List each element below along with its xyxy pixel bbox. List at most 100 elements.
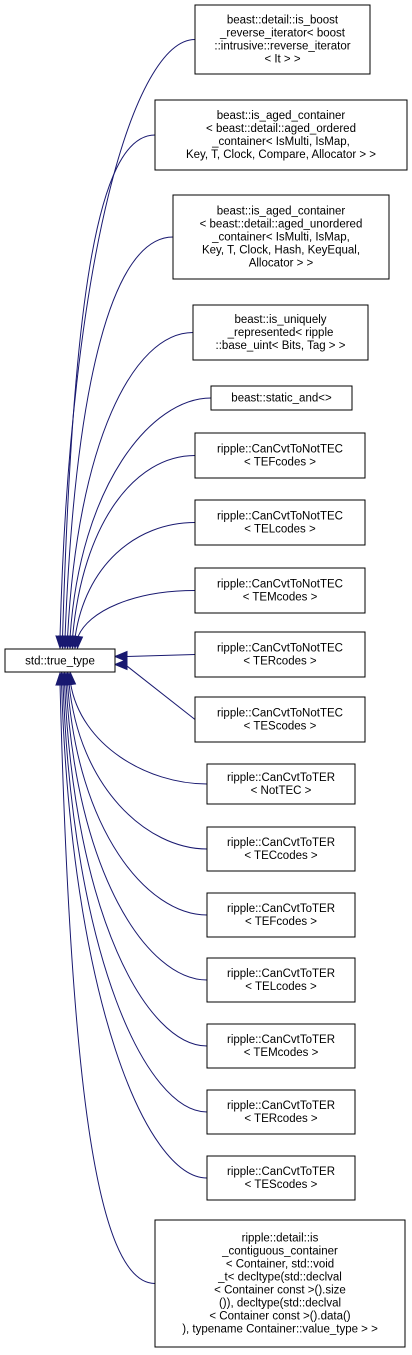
- node-label-line: ripple::CanCvtToNotTEC: [217, 579, 343, 591]
- node-label-line: ripple::CanCvtToTER: [227, 837, 335, 849]
- node-label-line: < TERcodes >: [243, 656, 317, 668]
- node-label-line: _represented< ripple: [227, 327, 334, 339]
- derived-class-node[interactable]: ripple::CanCvtToNotTEC< TEFcodes >: [194, 432, 366, 479]
- arrowhead-icon: [72, 635, 84, 650]
- node-label-line: Allocator > >: [249, 258, 314, 270]
- derived-class-node[interactable]: ripple::CanCvtToTER< TEScodes >: [206, 1155, 356, 1201]
- base-class-label: std::true_type: [25, 656, 95, 668]
- derived-class-box: [210, 385, 353, 411]
- inheritance-edge: [72, 455, 196, 639]
- derived-class-node[interactable]: ripple::CanCvtToTER< TEFcodes >: [206, 892, 356, 938]
- node-label-line: < Container, std::void: [226, 1259, 334, 1271]
- inheritance-edge: [67, 682, 208, 916]
- derived-class-box: [206, 763, 356, 805]
- node-label-line: ::base_uint< Bits, Tag > >: [216, 340, 346, 352]
- node-label-line: < TEFcodes >: [244, 457, 316, 469]
- derived-class-box: [206, 826, 356, 872]
- node-label-line: < TEScodes >: [245, 1179, 318, 1191]
- node-label-line: < Container const >().size: [214, 1285, 346, 1297]
- derived-class-node[interactable]: ripple::CanCvtToNotTEC< TEMcodes >: [194, 567, 366, 614]
- derived-class-node[interactable]: ripple::CanCvtToTER< TEMcodes >: [206, 1023, 356, 1069]
- derived-class-node[interactable]: ripple::detail::is_contiguous_container<…: [154, 1219, 406, 1348]
- inheritance-edge: [70, 682, 208, 785]
- node-label-line: _reverse_iterator< boost: [219, 28, 346, 40]
- base-class-node[interactable]: std::true_type: [4, 648, 116, 673]
- derived-class-box: [206, 1089, 356, 1135]
- derived-class-node[interactable]: beast::is_uniquely_represented< ripple::…: [192, 304, 369, 361]
- inheritance-edge: [59, 39, 196, 639]
- node-label-line: ripple::CanCvtToTER: [227, 1100, 335, 1112]
- derived-class-box: [154, 99, 408, 171]
- derived-class-node[interactable]: beast::is_aged_container< beast::detail:…: [154, 99, 408, 171]
- nodes: std::true_type beast::detail::is_boost_re…: [4, 4, 408, 1348]
- arrowhead-icon: [113, 650, 128, 663]
- inheritance-edge: [64, 236, 174, 639]
- node-label-line: ripple::CanCvtToTER: [227, 1034, 335, 1046]
- derived-class-box: [192, 304, 369, 361]
- derived-class-box: [172, 194, 390, 280]
- node-label-line: < TECcodes >: [244, 850, 318, 862]
- node-label-line: < beast::detail::aged_ordered: [206, 123, 356, 135]
- node-label-line: < NotTEC >: [251, 785, 312, 797]
- node-label-line: beast::is_aged_container: [217, 110, 346, 122]
- inheritance-edge: [124, 664, 196, 720]
- node-label-line: ripple::CanCvtToNotTEC: [217, 511, 343, 523]
- node-label-line: Key, T, Clock, Compare, Allocator > >: [186, 149, 376, 161]
- node-label-line: ripple::CanCvtToNotTEC: [217, 708, 343, 720]
- node-label-line: ), typename Container::value_type > >: [182, 1324, 378, 1336]
- inheritance-edge: [74, 522, 196, 639]
- derived-class-node[interactable]: ripple::CanCvtToTER< NotTEC >: [206, 763, 356, 805]
- derived-class-node[interactable]: beast::is_aged_container< beast::detail:…: [172, 194, 390, 280]
- derived-class-box: [206, 1155, 356, 1201]
- node-label-line: < It > >: [264, 54, 300, 66]
- derived-class-box: [194, 432, 366, 479]
- edges: [55, 39, 212, 1284]
- inheritance-edge: [77, 590, 196, 639]
- node-label-line: ripple::CanCvtToTER: [227, 903, 335, 915]
- inheritance-edge: [69, 397, 212, 639]
- node-label-line: < TEMcodes >: [243, 592, 318, 604]
- node-label-line: _t< decltype(std::declval: [217, 1272, 342, 1284]
- derived-class-node[interactable]: ripple::CanCvtToTER< TELcodes >: [206, 957, 356, 1003]
- node-label-line: _container< IsMulti, IsMap,: [211, 136, 350, 148]
- derived-class-box: [154, 1219, 406, 1348]
- derived-class-box: [194, 499, 366, 546]
- derived-class-node[interactable]: ripple::CanCvtToNotTEC< TEScodes >: [194, 696, 366, 743]
- node-label-line: ripple::CanCvtToNotTEC: [217, 643, 343, 655]
- derived-class-box: [194, 696, 366, 743]
- inheritance-edge: [62, 682, 208, 1113]
- node-label-line: ripple::CanCvtToTER: [227, 1166, 335, 1178]
- node-label-line: < TELcodes >: [244, 524, 316, 536]
- node-label-line: ripple::CanCvtToTER: [227, 772, 335, 784]
- inheritance-edge: [61, 682, 208, 1179]
- derived-class-box: [206, 1023, 356, 1069]
- node-label-line: ripple::CanCvtToTER: [227, 968, 335, 980]
- node-label-line: beast::is_aged_container: [217, 206, 346, 218]
- derived-class-box: [206, 892, 356, 938]
- node-label-line: < TEScodes >: [244, 721, 317, 733]
- derived-class-box: [194, 567, 366, 614]
- derived-class-node[interactable]: beast::detail::is_boost_reverse_iterator…: [194, 4, 371, 75]
- derived-class-node[interactable]: ripple::CanCvtToNotTEC< TELcodes >: [194, 499, 366, 546]
- arrowhead-icon: [113, 658, 128, 671]
- node-label-line: _container< IsMulti, IsMap,: [211, 232, 350, 244]
- derived-class-box: [194, 4, 371, 75]
- derived-class-node[interactable]: ripple::CanCvtToTER< TECcodes >: [206, 826, 356, 872]
- node-label-line: ripple::CanCvtToNotTEC: [217, 444, 343, 456]
- inheritance-edge: [64, 682, 208, 1047]
- node-label-line: < TEFcodes >: [245, 916, 317, 928]
- node-label-line: < Container const >().data(): [209, 1311, 350, 1323]
- node-label-line: ()), decltype(std::declval: [219, 1298, 341, 1310]
- node-label-line: < TELcodes >: [245, 981, 317, 993]
- derived-class-node[interactable]: beast::static_and<>: [210, 385, 353, 411]
- arrowhead-icon: [55, 671, 66, 686]
- node-label-line: _contiguous_container: [221, 1246, 338, 1258]
- derived-class-box: [206, 957, 356, 1003]
- node-label-line: ::intrusive::reverse_iterator: [214, 41, 350, 53]
- inheritance-edge: [67, 332, 194, 639]
- node-label-line: < beast::detail::aged_unordered: [200, 219, 363, 231]
- inheritance-edge: [62, 134, 156, 639]
- derived-class-node[interactable]: ripple::CanCvtToTER< TERcodes >: [206, 1089, 356, 1135]
- derived-class-node[interactable]: ripple::CanCvtToNotTEC< TERcodes >: [194, 631, 366, 678]
